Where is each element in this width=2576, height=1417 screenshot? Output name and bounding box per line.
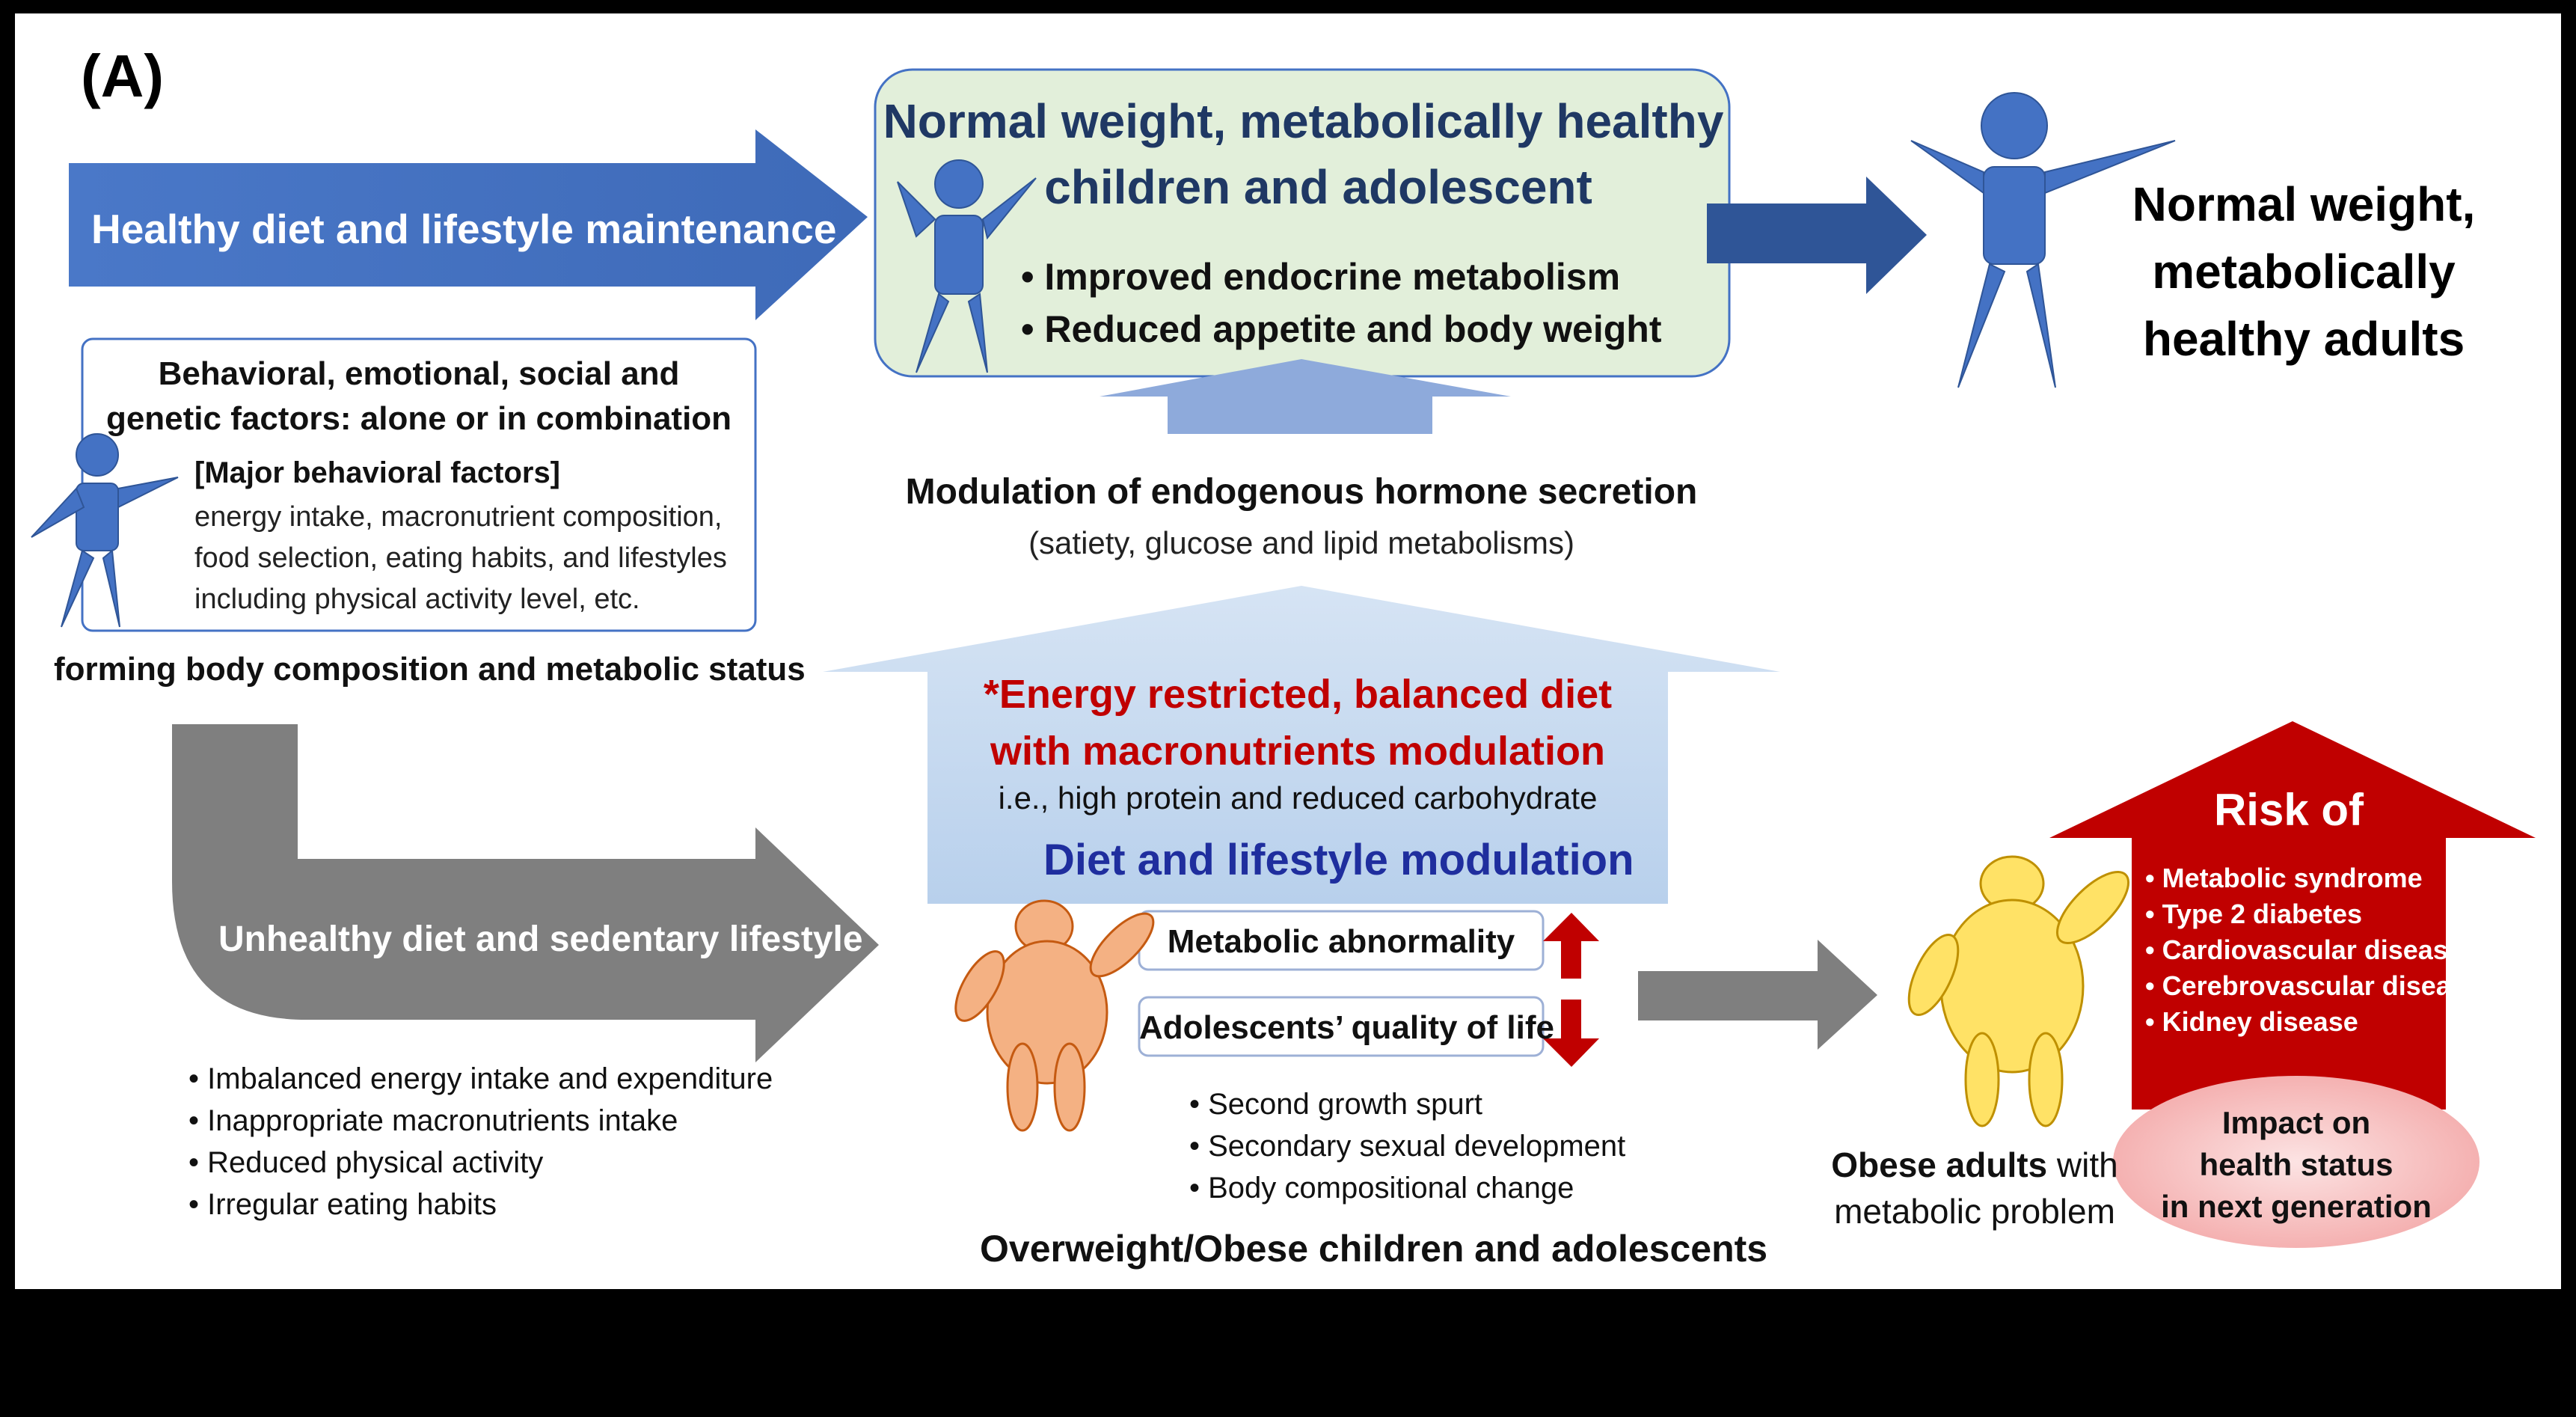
person-figure-icon: [1910, 92, 2176, 388]
risk-item: Kidney disease: [2145, 1004, 2481, 1040]
modulation-subtitle: (satiety, glucose and lipid metabolisms): [1028, 525, 1574, 560]
unhealthy-bullet: Imbalanced energy intake and expenditure: [188, 1058, 773, 1100]
factors-body-line: food selection, eating habits, and lifes…: [194, 542, 727, 574]
factors-title: Behavioral, emotional, social and geneti…: [86, 352, 752, 441]
quality-of-life-label: Adolescents’ quality of life: [1139, 1009, 1555, 1046]
to-obese-adult-arrow: [1638, 940, 1877, 1050]
impact-text: Impact on health status in next generati…: [2113, 1102, 2480, 1228]
healthy-adults-line: healthy adults: [2142, 312, 2465, 366]
factors-body-line: including physical activity level, etc.: [194, 584, 640, 615]
normal-box-title-line: children and adolescent: [1044, 160, 1592, 214]
unhealthy-bullet: Reduced physical activity: [188, 1142, 773, 1184]
obese-adults-label: Obese adults with metabolic problem: [1795, 1142, 2154, 1234]
unhealthy-bullets: Imbalanced energy intake and expenditure…: [188, 1058, 773, 1225]
hormone-up-arrow: [1100, 359, 1511, 434]
unhealthy-bullet: Irregular eating habits: [188, 1184, 773, 1225]
normal-box-bullet: Improved endocrine metabolism: [1021, 251, 1661, 303]
healthy-adults-label: Normal weight, metabolically healthy adu…: [2079, 171, 2528, 373]
normal-box-title-line: Normal weight, metabolically healthy: [883, 94, 1724, 148]
adolescent-bullet: Body compositional change: [1189, 1167, 1625, 1209]
obese-adults-bold: Obese adults: [1831, 1145, 2048, 1184]
impact-ellipse: [2113, 1076, 2480, 1248]
risk-item: Metabolic syndrome: [2145, 860, 2481, 896]
diet-example: i.e., high protein and reduced carbohydr…: [998, 780, 1598, 815]
quality-of-life-box: [1138, 996, 1545, 1057]
diet-red-text: *Energy restricted, balanced diet with m…: [927, 666, 1668, 780]
to-adult-arrow: [1707, 177, 1927, 294]
up-arrow-icon: [1543, 913, 1599, 979]
person-figure-icon: [31, 433, 179, 628]
risk-item: Cerebrovascular disease: [2145, 968, 2481, 1004]
risk-item: Type 2 diabetes: [2145, 896, 2481, 932]
adolescent-bullet: Second growth spurt: [1189, 1083, 1625, 1125]
diagram-canvas: (A) Healthy diet and lifestyle maintenan…: [15, 13, 2561, 1289]
panel-label: (A): [81, 43, 165, 109]
diet-modulation-arrow: [823, 586, 1780, 904]
forming-label: forming body composition and metabolic s…: [54, 651, 806, 688]
normal-box-title: Normal weight, metabolically healthy chi…: [883, 88, 1724, 220]
adolescent-bullet: Secondary sexual development: [1189, 1125, 1625, 1167]
factors-title-line: Behavioral, emotional, social and: [158, 355, 680, 392]
person-figure-icon: [897, 159, 1037, 373]
impact-line: in next generation: [2161, 1189, 2432, 1224]
risk-list: Metabolic syndrome Type 2 diabetes Cardi…: [2145, 860, 2481, 1040]
factors-body-line: energy intake, macronutrient composition…: [194, 501, 723, 533]
diet-red-line: with macronutrients modulation: [990, 729, 1606, 774]
unhealthy-arrow-label: Unhealthy diet and sedentary lifestyle: [218, 919, 863, 959]
unhealthy-bullet: Inappropriate macronutrients intake: [188, 1100, 773, 1142]
metabolic-abnormality-label: Metabolic abnormality: [1167, 923, 1515, 960]
obese-child-figure: [954, 899, 1155, 1132]
factors-body: energy intake, macronutrient composition…: [194, 497, 727, 620]
down-arrow-icon: [1543, 1000, 1599, 1067]
impact-line: health status: [2199, 1147, 2393, 1182]
diet-title: Diet and lifestyle modulation: [1043, 836, 1634, 884]
diet-red-line: *Energy restricted, balanced diet: [983, 672, 1613, 717]
obese-adults-line2: metabolic problem: [1834, 1192, 2115, 1231]
overweight-label: Overweight/Obese children and adolescent…: [980, 1228, 1768, 1270]
healthy-adults-line: Normal weight,: [2132, 177, 2476, 231]
healthy-diet-arrow: [69, 129, 868, 320]
risk-item: Cardiovascular disease: [2145, 932, 2481, 968]
obese-adult-figure: [1907, 855, 2130, 1127]
unhealthy-lifestyle-arrow: [172, 724, 879, 1062]
impact-line: Impact on: [2221, 1105, 2371, 1140]
healthy-arrow-label: Healthy diet and lifestyle maintenance: [91, 206, 837, 252]
factors-subtitle: [Major behavioral factors]: [194, 456, 561, 489]
normal-box-bullet: Reduced appetite and body weight: [1021, 303, 1661, 355]
adolescent-bullets: Second growth spurt Secondary sexual dev…: [1189, 1083, 1625, 1209]
normal-box-bullets: Improved endocrine metabolism Reduced ap…: [1021, 251, 1661, 355]
factors-title-line: genetic factors: alone or in combination: [105, 400, 732, 437]
healthy-adults-line: metabolically: [2152, 245, 2456, 299]
modulation-title: Modulation of endogenous hormone secreti…: [905, 472, 1698, 512]
risk-title: Risk of: [2213, 785, 2364, 835]
obese-adults-rest: with: [2047, 1145, 2118, 1184]
